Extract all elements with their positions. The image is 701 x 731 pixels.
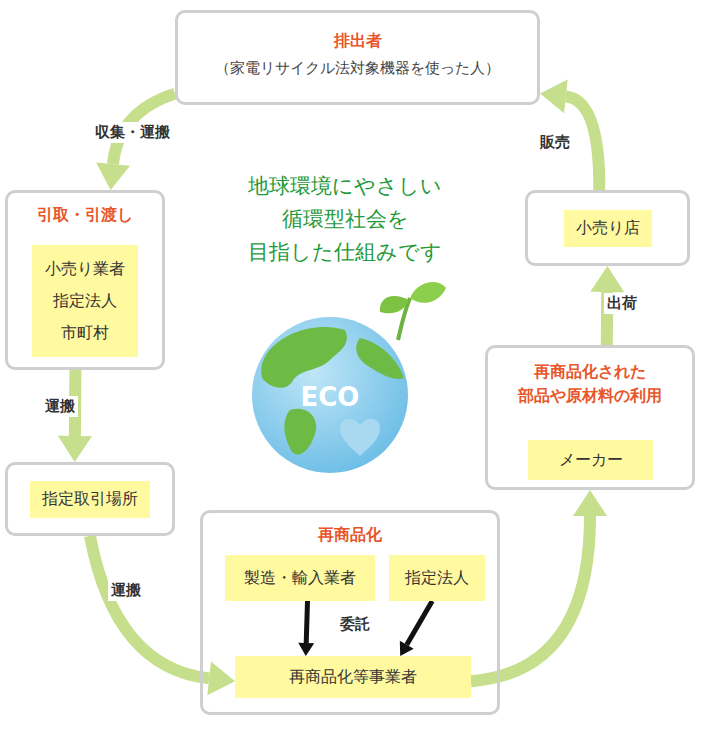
flow-arrow bbox=[471, 490, 607, 681]
arrow-head bbox=[96, 163, 130, 190]
box-text: 指定法人 bbox=[405, 568, 469, 589]
slogan-text: 地球環境にやさしい bbox=[248, 172, 442, 200]
arrow-head bbox=[298, 643, 314, 656]
box-text: 小売り業者 指定法人 市町村 bbox=[32, 253, 138, 349]
sprout-leaf bbox=[380, 296, 409, 313]
connector-line bbox=[90, 536, 209, 678]
edge-label: 出荷 bbox=[604, 293, 640, 314]
store-box: 小売り店 bbox=[525, 190, 690, 266]
place-box: 指定取引場所 bbox=[5, 462, 175, 536]
box-heading: 再商品化 bbox=[318, 523, 382, 547]
entrust-arrow bbox=[298, 601, 314, 656]
heart-shape bbox=[340, 419, 380, 456]
box-heading: 再商品化された 部品や原材料の利用 bbox=[488, 360, 692, 408]
entity-box: 指定法人 bbox=[389, 555, 485, 601]
continent bbox=[356, 338, 404, 379]
arrow-head bbox=[590, 266, 624, 292]
entity-box: 再商品化等事業者 bbox=[235, 656, 471, 698]
box-heading: 引取・引渡し bbox=[37, 203, 133, 227]
arrow-head bbox=[207, 661, 235, 695]
arrow-head bbox=[540, 79, 568, 113]
process-box: 引取・引渡し小売り業者 指定法人 市町村 bbox=[5, 190, 165, 370]
flow-arrow bbox=[90, 536, 235, 695]
edge-label: 収集・運搬 bbox=[92, 122, 173, 143]
arrow-head bbox=[58, 436, 92, 462]
edge-label: 販売 bbox=[537, 132, 573, 153]
box-text: 製造・輸入業者 bbox=[244, 568, 356, 589]
eco-mark: ECO bbox=[301, 382, 360, 412]
box-text: メーカー bbox=[559, 450, 623, 471]
entrust-arrow bbox=[400, 601, 432, 656]
entity-box: 小売り業者 指定法人 市町村 bbox=[32, 245, 138, 357]
arrow-head bbox=[573, 490, 607, 516]
continent bbox=[284, 409, 316, 455]
entity-box: 製造・輸入業者 bbox=[225, 555, 375, 601]
actor-box: 排出者 （家電リサイクル法対象機器を使った人） bbox=[175, 10, 540, 105]
entity-box: メーカー bbox=[528, 440, 653, 480]
connector-line bbox=[471, 516, 590, 681]
edge-label: 運搬 bbox=[42, 396, 78, 417]
box-text: （家電リサイクル法対象機器を使った人） bbox=[215, 59, 500, 78]
continent bbox=[261, 327, 347, 388]
connector-line bbox=[306, 601, 307, 643]
slogan-text: 目指した仕組みです bbox=[248, 238, 442, 266]
box-text: 再商品化等事業者 bbox=[289, 667, 417, 688]
box-heading: 排出者 bbox=[334, 29, 382, 53]
slogan-text: 循環型社会を bbox=[282, 205, 409, 233]
box-text: 小売り店 bbox=[564, 210, 652, 247]
arrow-head bbox=[400, 641, 414, 656]
edge-label: 委託 bbox=[337, 614, 373, 635]
box-text: 指定取引場所 bbox=[30, 481, 150, 518]
process-box: 再商品化された 部品や原材料の利用メーカー bbox=[485, 345, 695, 490]
process-box: 再商品化製造・輸入業者 指定法人再商品化等事業者 bbox=[200, 510, 500, 715]
connector-line bbox=[407, 601, 432, 645]
globe bbox=[252, 317, 408, 473]
edge-label: 運搬 bbox=[108, 580, 144, 601]
sprout-leaf bbox=[410, 282, 446, 303]
